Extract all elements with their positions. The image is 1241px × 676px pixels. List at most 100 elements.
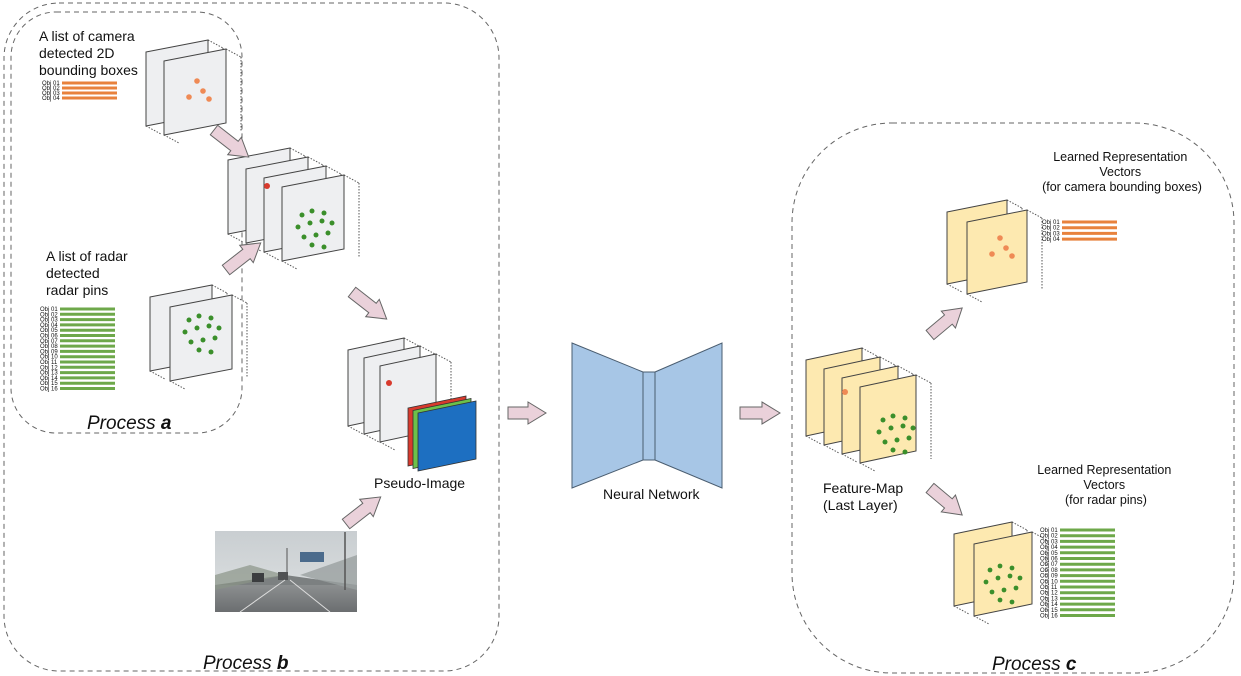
list-item: Obj 01 [40, 307, 115, 313]
list-item-label: Obj 01 [42, 81, 60, 87]
list-item-label: Obj 10 [40, 355, 58, 361]
list-item-label: Obj 02 [42, 86, 60, 92]
point-marker [212, 335, 218, 341]
list-item-label: Obj 03 [1040, 539, 1058, 545]
list-item-label: Obj 13 [1040, 596, 1058, 602]
list-item: Obj 05 [1040, 551, 1115, 557]
list-item: Obj 03 [42, 91, 117, 97]
point-marker [987, 567, 993, 573]
list-item-label: Obj 04 [1040, 545, 1058, 551]
list-item: Obj 09 [40, 349, 115, 355]
point-marker [995, 575, 1001, 581]
list-item: Obj 02 [40, 312, 115, 318]
feature-plane [966, 209, 1028, 295]
list-item-label: Obj 03 [42, 91, 60, 97]
list-item: Obj 11 [1040, 585, 1115, 591]
point-marker [194, 78, 200, 84]
point-marker [1009, 599, 1015, 605]
point-marker [208, 349, 214, 355]
feature-plane [973, 531, 1033, 617]
point-marker [997, 597, 1003, 603]
list-item: Obj 04 [1042, 237, 1117, 243]
list-item-label: Obj 11 [1040, 585, 1058, 591]
process-c-label: Process c [992, 654, 1077, 675]
point-marker [264, 183, 270, 189]
list-item-label: Obj 12 [1040, 591, 1058, 597]
list-item-label: Obj 15 [40, 381, 58, 387]
list-item: Obj 03 [1040, 539, 1115, 545]
point-marker [1017, 575, 1023, 581]
fused-plane-stack [227, 147, 360, 270]
point-marker [208, 315, 214, 321]
neural-network-label: Neural Network [603, 486, 700, 502]
camera-vectors-title: Learned Representation Vectors (for came… [1042, 150, 1202, 194]
list-item-label: Obj 02 [1042, 226, 1060, 232]
point-marker [910, 425, 916, 431]
point-marker [997, 563, 1003, 569]
feature-map-stack [805, 347, 932, 472]
point-marker [842, 389, 848, 395]
list-item: Obj 02 [1042, 226, 1117, 232]
list-item-label: Obj 06 [40, 334, 58, 340]
radar-vectors-title: Learned Representation Vectors (for rada… [1037, 463, 1175, 507]
point-marker [876, 429, 882, 435]
point-marker [313, 232, 319, 238]
list-item: Obj 04 [1040, 545, 1115, 551]
flow-arrow [507, 401, 547, 425]
flow-arrow [925, 307, 963, 341]
radar-list-title: A list of radar detected radar pins [46, 248, 132, 298]
list-item: Obj 14 [1040, 602, 1115, 608]
point-marker [890, 413, 896, 419]
list-item-label: Obj 12 [40, 365, 58, 371]
list-item: Obj 03 [1042, 231, 1117, 237]
point-marker [1007, 573, 1013, 579]
point-marker [188, 339, 194, 345]
list-item-label: Obj 02 [40, 312, 58, 318]
list-item: Obj 11 [40, 360, 115, 366]
list-item-label: Obj 01 [1042, 220, 1060, 226]
point-marker [902, 415, 908, 421]
point-marker [900, 423, 906, 429]
list-item: Obj 01 [42, 81, 117, 87]
point-marker [325, 230, 331, 236]
list-item: Obj 14 [40, 376, 115, 382]
list-item-label: Obj 14 [1040, 602, 1058, 608]
list-item: Obj 16 [1040, 614, 1115, 620]
point-marker [321, 210, 327, 216]
list-item-label: Obj 04 [42, 96, 60, 102]
flow-arrow [925, 482, 963, 516]
point-marker [888, 425, 894, 431]
list-item-label: Obj 08 [1040, 568, 1058, 574]
list-item-label: Obj 07 [40, 339, 58, 345]
list-item: Obj 10 [40, 355, 115, 361]
point-marker [196, 347, 202, 353]
list-item: Obj 07 [40, 339, 115, 345]
list-item-label: Obj 16 [1040, 614, 1058, 620]
camera-list-title: A list of camera detected 2D bounding bo… [39, 28, 139, 78]
process-b-label: Process b [203, 653, 289, 674]
list-item-label: Obj 02 [1040, 534, 1058, 540]
point-marker [309, 208, 315, 214]
point-marker [299, 212, 305, 218]
process-c-region [791, 122, 1235, 674]
list-item: Obj 03 [40, 318, 115, 324]
point-marker [997, 235, 1003, 241]
list-item: Obj 08 [40, 344, 115, 350]
list-item-label: Obj 01 [40, 307, 58, 313]
point-marker [196, 313, 202, 319]
neural-network-shape [571, 342, 723, 489]
road-camera-photo [215, 531, 357, 613]
point-marker [1009, 253, 1015, 259]
point-marker [882, 439, 888, 445]
list-item-label: Obj 09 [40, 349, 58, 355]
point-marker [989, 251, 995, 257]
list-item-label: Obj 05 [40, 328, 58, 334]
point-marker [186, 94, 192, 100]
point-marker [329, 220, 335, 226]
list-item-label: Obj 04 [1042, 237, 1060, 243]
list-item: Obj 16 [40, 387, 115, 393]
channel-plane [417, 400, 477, 472]
process-a-region [10, 11, 243, 434]
